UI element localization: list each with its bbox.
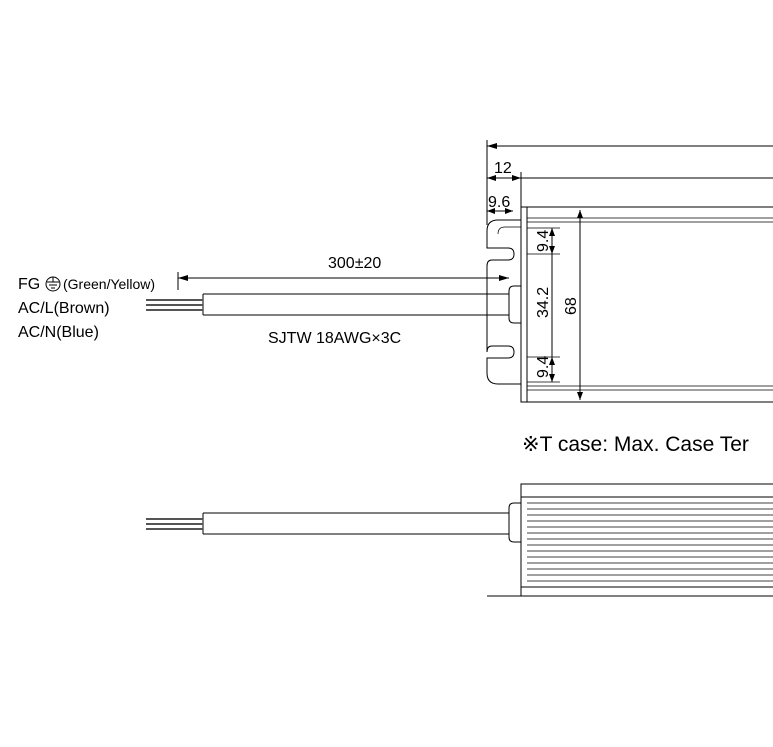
dim-cable-length: 300±20 — [328, 255, 381, 272]
side-view — [146, 483, 773, 597]
dim-9-6: 9.6 — [488, 194, 510, 211]
top-view: 12 9.6 9.4 34.2 9.4 68 — [18, 140, 773, 403]
mounting-flange — [486, 219, 521, 385]
dim-hole-lower: 9.4 — [535, 356, 552, 378]
fg-label: FG — [18, 276, 40, 293]
ground-symbol-icon — [45, 276, 61, 292]
dim-12: 12 — [494, 160, 512, 177]
dim-case-height: 68 — [563, 297, 580, 315]
cable-spec-label: SJTW 18AWG×3C — [268, 330, 401, 347]
dim-hole-center: 34.2 — [535, 287, 552, 318]
case-body-side — [520, 483, 773, 588]
heatsink-fins — [527, 502, 773, 582]
ac-n-label: AC/N(Blue) — [18, 324, 99, 341]
case-temp-note: ※T case: Max. Case Ter — [522, 433, 749, 456]
ac-l-label: AC/L(Brown) — [18, 300, 110, 317]
wire-ends-side — [146, 518, 203, 530]
fg-color-label: (Green/Yellow) — [63, 276, 155, 292]
cable-grommet — [508, 285, 521, 324]
wire-ends-top — [146, 299, 203, 311]
dim-hole-upper: 9.4 — [535, 230, 552, 252]
case-body-top — [520, 206, 773, 403]
